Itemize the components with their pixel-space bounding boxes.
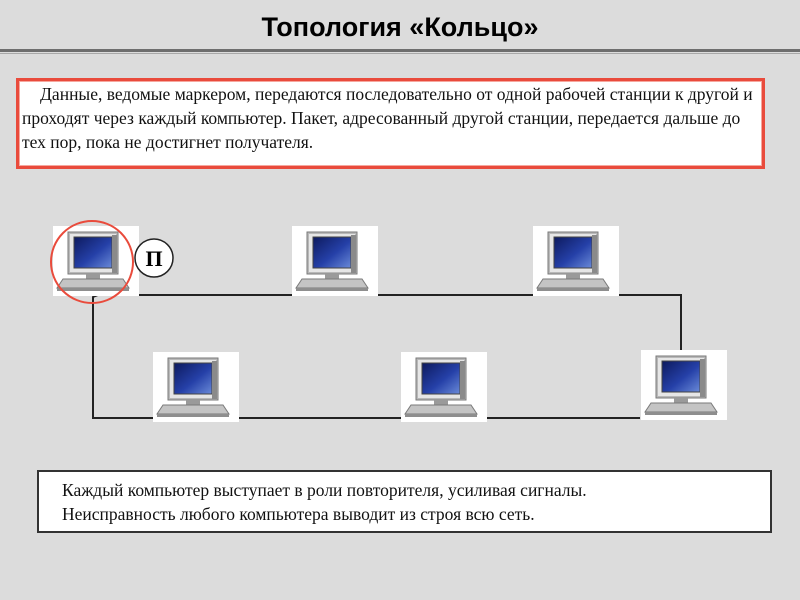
marker-token xyxy=(134,238,174,278)
active-station-highlight xyxy=(50,220,134,304)
ring-top-segment xyxy=(98,294,682,350)
computer-icon xyxy=(640,349,728,421)
slide-title: Топология «Кольцо» xyxy=(261,12,539,42)
title-divider-secondary xyxy=(0,53,800,54)
note-text: Каждый компьютер выступает в роли повтор… xyxy=(62,478,762,526)
computer-icon xyxy=(152,351,240,423)
note-box xyxy=(37,470,772,533)
description-text: Данные, ведомые маркером, передаются пос… xyxy=(22,84,753,152)
description-box xyxy=(16,78,765,169)
computer-icon xyxy=(400,351,488,423)
title-divider xyxy=(0,49,800,52)
note-line-1: Каждый компьютер выступает в роли повтор… xyxy=(62,480,587,500)
computer-icon xyxy=(291,225,379,297)
note-line-2: Неисправность любого компьютера выводит … xyxy=(62,504,535,524)
computer-icon xyxy=(532,225,620,297)
marker-label: П xyxy=(145,246,162,271)
